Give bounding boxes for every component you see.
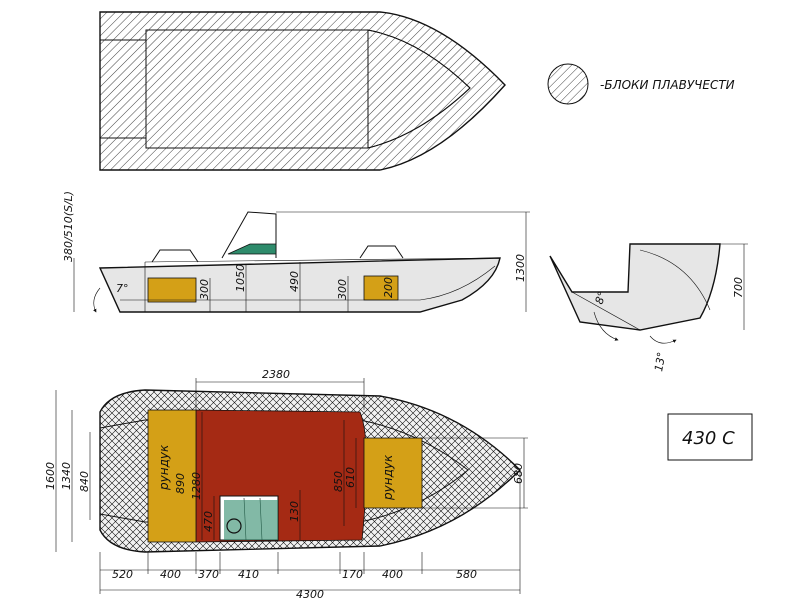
side-seat-rear <box>147 277 197 303</box>
dim-850: 850 <box>332 471 345 492</box>
total-length: 4300 <box>296 588 324 600</box>
side-dim-490: 490 <box>288 271 301 292</box>
deck-inner <box>99 419 469 523</box>
dim-610: 610 <box>344 467 357 488</box>
bottom-dim-580: 580 <box>456 568 477 581</box>
seat-left-label: рундук <box>157 444 171 491</box>
dim-130: 130 <box>288 501 301 522</box>
plan-stern-box <box>99 39 147 139</box>
bottom-dim-400-b: 400 <box>382 568 403 581</box>
bottom-ticks <box>99 470 521 594</box>
dim-680: 680 <box>512 463 525 484</box>
side-height-label: 380/510(S/L) <box>62 191 75 262</box>
dim-1280: 1280 <box>190 472 203 500</box>
rear-view: 700 8° 13° <box>549 243 748 373</box>
side-angle: 7° <box>116 282 129 295</box>
bottom-dim-370: 370 <box>198 568 219 581</box>
bottom-dim-520: 520 <box>112 568 133 581</box>
side-dim-1050: 1050 <box>234 264 247 292</box>
side-dim-300-b: 300 <box>336 279 349 300</box>
side-windshield-frame <box>221 211 277 259</box>
rear-angle-transom: 13° <box>652 351 668 372</box>
side-rail-rear <box>151 249 199 263</box>
dim-1340: 1340 <box>60 462 73 490</box>
side-dim-300-a: 300 <box>198 279 211 300</box>
deck-seat-rear <box>147 409 197 543</box>
rear-angle-deadrise: 8° <box>593 290 609 306</box>
dim-470: 470 <box>202 511 215 532</box>
legend-label: -БЛОКИ ПЛАВУЧЕСТИ <box>600 78 735 92</box>
plan-view <box>99 11 506 171</box>
top-dim-2380: 2380 <box>262 368 290 381</box>
steering-wheel-icon <box>226 518 242 534</box>
side-dim-1300: 1300 <box>514 254 527 282</box>
side-windshield <box>227 243 277 255</box>
deck-view: рундук 890 рундук 2380 1600 1340 840 128… <box>44 368 528 600</box>
dim-1600: 1600 <box>44 462 57 490</box>
deck-seat-front <box>363 437 423 509</box>
legend-swatch <box>547 63 589 105</box>
side-view: 380/510(S/L) 7° 1050 490 300 300 200 130… <box>62 191 530 313</box>
rear-height: 700 <box>732 277 745 298</box>
plan-hull-outer <box>99 11 506 171</box>
dim-840: 840 <box>78 471 91 492</box>
rear-hull <box>549 243 721 331</box>
model-name: 430 C <box>682 428 735 449</box>
legend: -БЛОКИ ПЛАВУЧЕСТИ <box>547 63 735 105</box>
bottom-dim-410: 410 <box>238 568 259 581</box>
side-seat-front <box>363 275 399 301</box>
seat-left-value: 890 <box>174 473 187 494</box>
side-rail-front <box>359 245 404 259</box>
plan-bow-block <box>367 29 471 149</box>
side-dim-200: 200 <box>382 277 395 298</box>
bottom-dim-170: 170 <box>342 568 363 581</box>
seat-right-label: рундук <box>381 454 395 501</box>
model-box: 430 C <box>667 413 753 461</box>
bottom-dim-400-a: 400 <box>160 568 181 581</box>
